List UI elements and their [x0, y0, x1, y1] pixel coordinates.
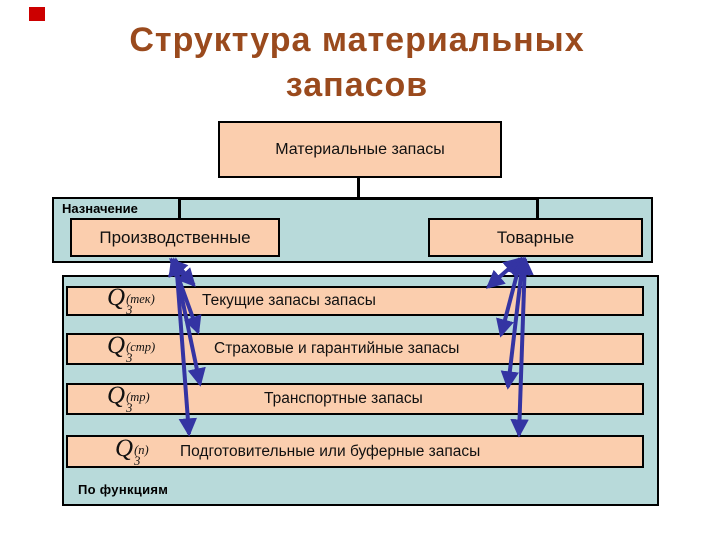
connector-stub: [357, 176, 360, 199]
node-production-label: Производственные: [99, 227, 251, 247]
row-current-label: Текущие запасы запасы: [202, 292, 376, 309]
row-preparatory-label: Подготовительные или буферные запасы: [180, 442, 481, 460]
formula-safety: Q(стр)3: [107, 332, 156, 366]
root-node-label: Материальные запасы: [275, 140, 445, 158]
row-transport-stocks: Q(тр)3 Транспортные запасы: [66, 383, 644, 415]
purpose-band-label: Назначение: [62, 201, 138, 216]
corner-accent-square: [29, 7, 45, 21]
slide-title-line2: запасов: [285, 66, 429, 104]
connector-bracket-left-drop: [178, 197, 181, 219]
connector-bracket-right-drop: [536, 197, 539, 219]
connector-bracket-horizontal: [178, 197, 539, 200]
functions-panel-label: По функциям: [78, 482, 169, 497]
node-commodity-label: Товарные: [496, 227, 575, 247]
slide-title-line1: Структура материальных: [129, 21, 585, 59]
row-current-stocks: Q(тек)3 Текущие запасы запасы: [66, 284, 644, 318]
root-node-material-stocks: Материальные запасы: [218, 121, 502, 178]
row-safety-label: Страховые и гарантийные запасы: [214, 340, 460, 357]
formula-preparatory: Q(п)3: [115, 434, 149, 468]
node-commodity: Товарные: [428, 218, 643, 257]
node-production: Производственные: [70, 218, 280, 257]
row-transport-label: Транспортные запасы: [264, 390, 423, 407]
formula-transport: Q(тр)3: [107, 382, 150, 416]
slide-title: Структура материальных запасов: [0, 18, 714, 108]
row-preparatory-stocks: Q(п)3 Подготовительные или буферные запа…: [66, 435, 644, 468]
row-safety-stocks: Q(стр)3 Страховые и гарантийные запасы: [66, 333, 644, 365]
formula-current: Q(тек)3: [107, 284, 155, 318]
